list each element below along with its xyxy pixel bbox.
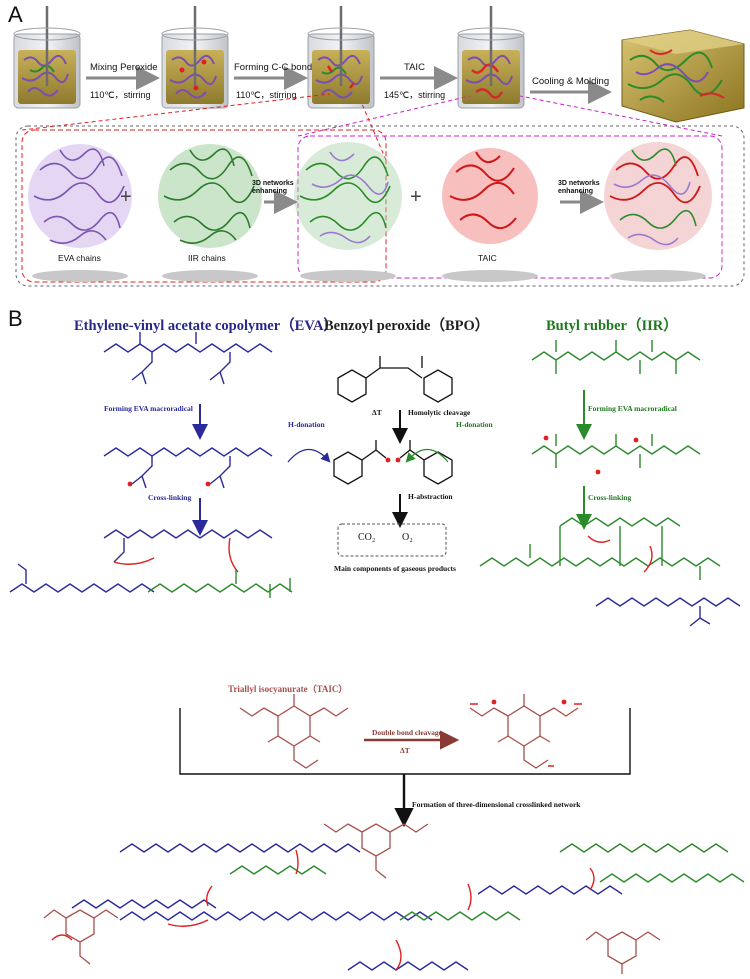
h-donation-right-arrow	[405, 448, 449, 463]
eva-step2-label: Cross-linking	[148, 493, 192, 502]
homolytic-label: Homolytic cleavage	[408, 408, 471, 417]
outer-dashed-box	[15, 125, 745, 287]
h-donation-left-arrow	[287, 448, 331, 463]
molded-cube	[621, 29, 745, 123]
beaker-4	[457, 6, 525, 109]
step-1-label: Mixing Peroxide	[90, 62, 158, 73]
h-donation-right-label: H-donation	[456, 420, 493, 429]
iir-chains-label: IIR chains	[188, 253, 226, 263]
step-4-label: Cooling & Molding	[532, 76, 610, 87]
iir-step2-label: Cross-linking	[588, 493, 632, 502]
iir-structure-1	[531, 340, 701, 374]
step-2-condition: 110℃，stirring	[236, 90, 297, 100]
eva-structure-2	[103, 447, 273, 489]
eva-fragment-right	[595, 597, 741, 627]
network-label-2: 3D networks enhancing	[558, 180, 600, 196]
eva-iir-network	[294, 142, 402, 282]
panel-a-process-graphic	[13, 6, 745, 287]
delta-t2-label: ΔT	[400, 746, 410, 755]
panel-a-letter: A	[8, 2, 23, 27]
step-2-label: Forming C-C bond	[234, 62, 313, 73]
delta-t-label: ΔT	[372, 408, 382, 417]
eva-structure-1	[103, 332, 273, 385]
eva-title: Ethylene-vinyl acetate copolymer（EVA）	[74, 318, 338, 334]
taic-radical	[469, 694, 579, 769]
final-eva-chains	[71, 843, 623, 971]
iir-chain-cloud	[158, 144, 262, 282]
bpo-title: Benzoyl peroxide（BPO）	[324, 318, 490, 334]
network-label-2-line2: enhancing	[558, 188, 594, 195]
plus-sign-2: +	[410, 186, 422, 208]
gas-products-box	[337, 523, 447, 557]
taic-structure	[239, 694, 349, 769]
double-bond-label: Double bond cleavage	[372, 728, 443, 737]
final-iir-chains	[229, 843, 745, 921]
iir-title: Butyl rubber（IIR）	[546, 318, 678, 334]
step-3-condition: 145℃，stirring	[384, 90, 446, 100]
step-1-condition: 110℃，stirring	[90, 90, 151, 100]
co2-label: CO₂	[358, 532, 376, 543]
benzoyloxy-radicals	[333, 440, 453, 485]
taic-cloud	[442, 148, 538, 282]
iir-fragment-left	[147, 570, 293, 598]
beaker-1	[13, 6, 81, 109]
h-abstraction-label: H-abstraction	[408, 492, 453, 501]
red-dashed-box	[21, 129, 387, 283]
beaker-2	[161, 6, 229, 109]
gas-caption: Main components of gaseous products	[334, 564, 456, 573]
network-label-1-line1: 3D networks	[252, 180, 294, 187]
eva-chain-cloud	[28, 144, 132, 282]
eva-step1-label: Forming EVA macroradical	[104, 404, 193, 413]
network-label-2-line1: 3D networks	[558, 180, 600, 187]
panel-b-letter: B	[8, 306, 23, 331]
final-network	[604, 142, 712, 282]
iir-crosslinked	[479, 517, 721, 580]
final-taic-units	[43, 823, 661, 974]
network-label-1: 3D networks enhancing	[252, 180, 294, 196]
plus-sign-1: +	[120, 186, 132, 208]
h-donation-left-label: H-donation	[288, 420, 325, 429]
eva-crosslinked	[9, 529, 273, 593]
panel-b-reaction-scheme	[9, 332, 745, 974]
eva-chains-label: EVA chains	[58, 253, 101, 263]
iir-structure-2	[531, 434, 701, 468]
iir-step1-label: Forming EVA macroradical	[588, 404, 677, 413]
network-label-1-line2: enhancing	[252, 188, 288, 195]
taic-title: Triallyl isocyanurate（TAIC）	[228, 684, 348, 694]
taic-label: TAIC	[478, 253, 497, 263]
formation-label: Formation of three-dimensional crosslink…	[412, 800, 581, 809]
beaker-3	[307, 6, 375, 109]
bpo-structure	[337, 356, 453, 403]
step-3-label: TAIC	[404, 62, 425, 73]
o2-label: O₂	[402, 532, 413, 543]
